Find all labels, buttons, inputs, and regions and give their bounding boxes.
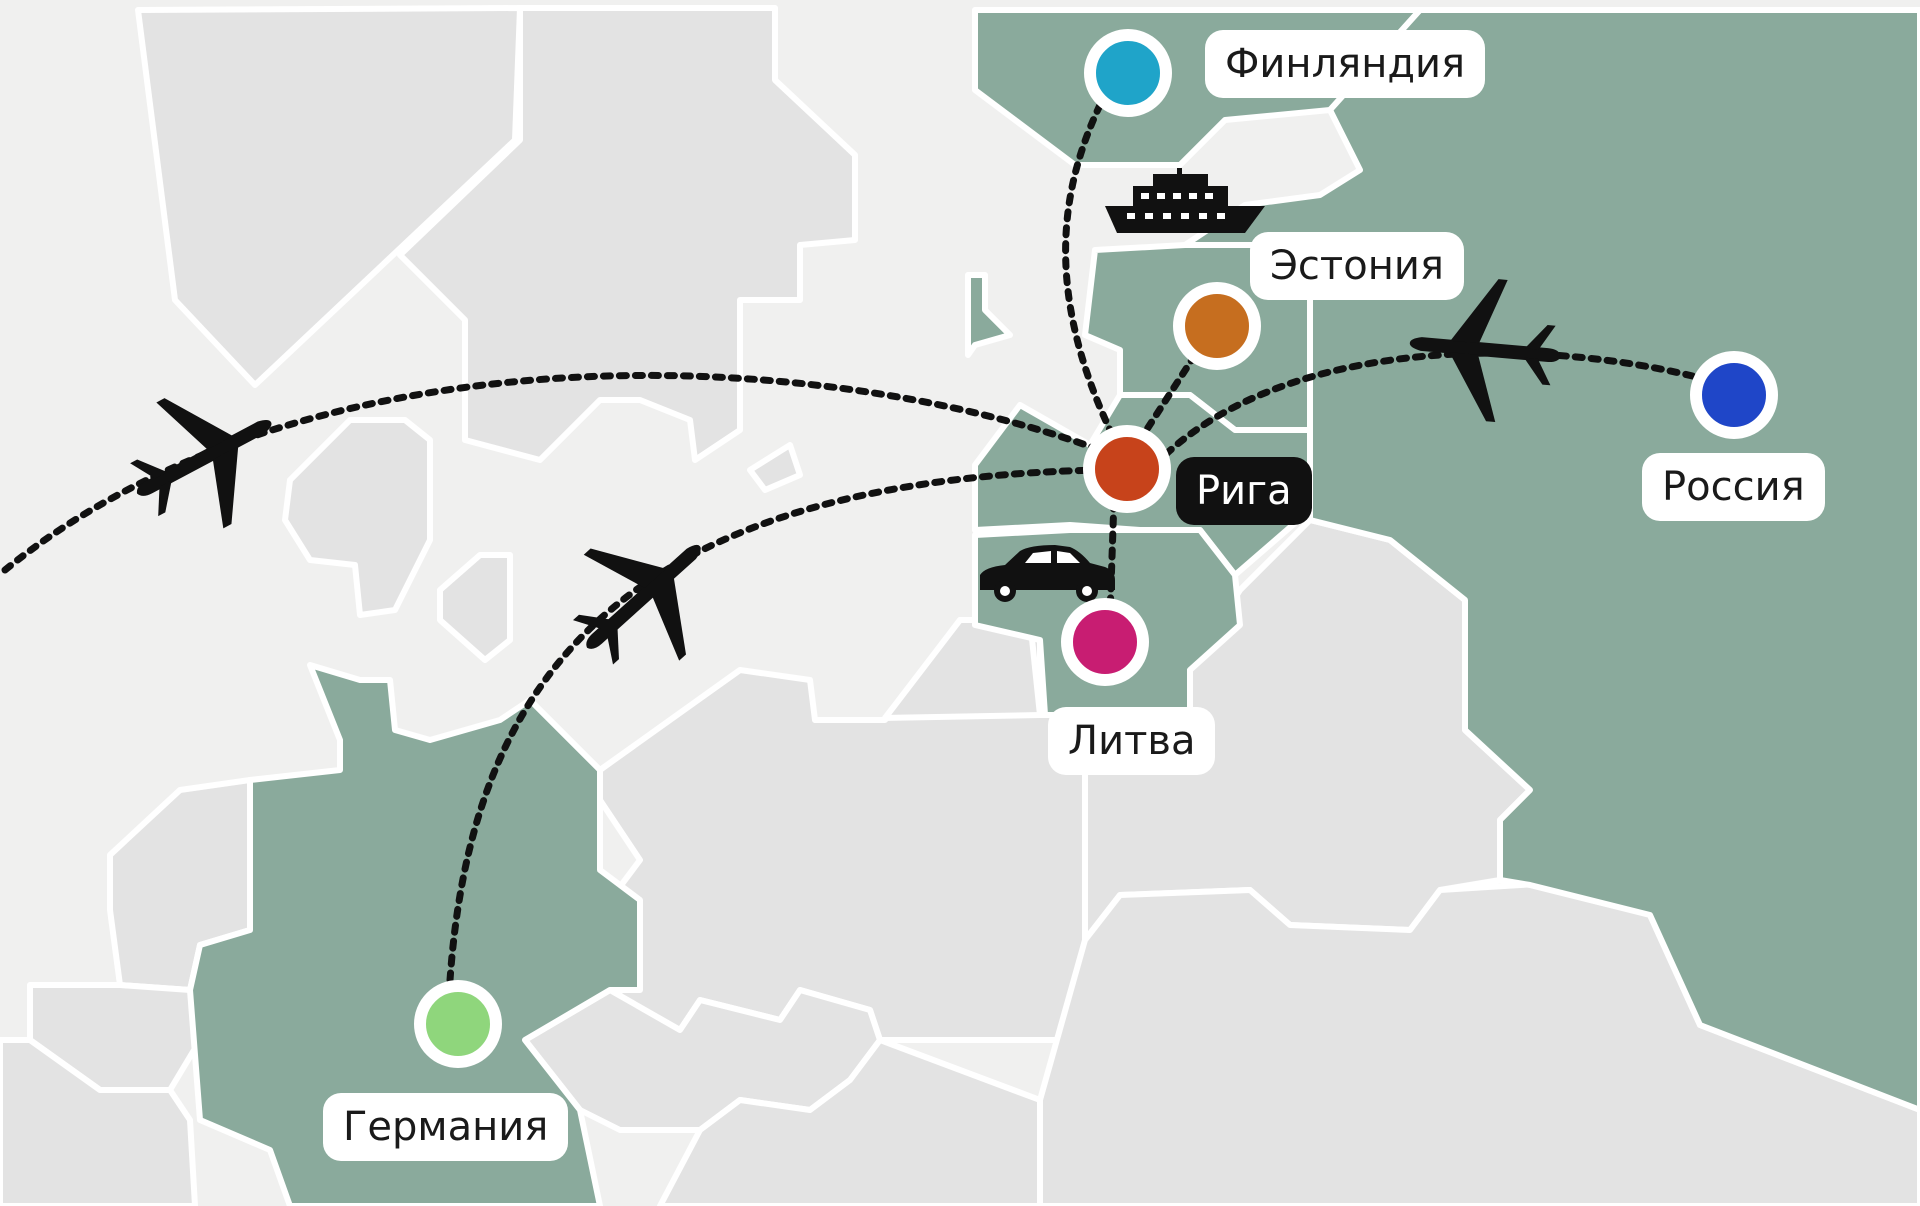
car-icon	[980, 545, 1115, 602]
country-sweden	[397, 5, 858, 463]
country-slovakia	[657, 1037, 1043, 1206]
marker-lithuania[interactable]	[1061, 598, 1149, 686]
label-riga: Рига	[1176, 457, 1312, 525]
island-gotland	[747, 442, 803, 493]
marker-russia[interactable]	[1690, 351, 1778, 439]
route-west-riga	[1, 371, 1104, 574]
country-germany	[187, 662, 643, 1206]
country-denmark	[282, 417, 433, 618]
route-finland-riga	[1062, 101, 1129, 464]
label-germany: Германия	[323, 1093, 569, 1161]
island-bornholm	[437, 552, 513, 663]
ship-icon	[1105, 168, 1265, 233]
marker-estonia[interactable]	[1173, 282, 1261, 370]
label-finland: Финляндия	[1205, 30, 1486, 98]
route-russia-riga	[1161, 349, 1712, 459]
marker-germany[interactable]	[414, 980, 502, 1068]
country-france	[0, 1037, 198, 1206]
label-lithuania: Литва	[1048, 707, 1216, 775]
airplane-icon	[572, 544, 701, 665]
marker-riga[interactable]	[1083, 425, 1171, 513]
label-estonia: Эстония	[1250, 232, 1464, 300]
marker-finland[interactable]	[1084, 29, 1172, 117]
airplane-icon	[130, 398, 272, 529]
country-norway	[135, 5, 523, 388]
island-saaremaa	[965, 272, 1013, 358]
other-countries	[0, 5, 1920, 1206]
airplane-icon	[1409, 279, 1562, 423]
label-russia: Россия	[1642, 453, 1825, 521]
route-estonia-riga	[1136, 351, 1199, 444]
